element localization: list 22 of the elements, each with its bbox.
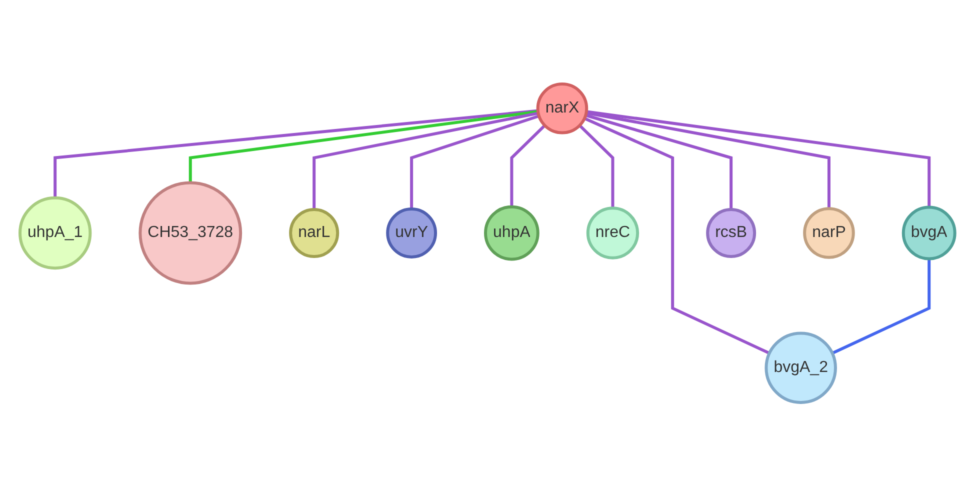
node-circle: rcsB xyxy=(706,208,756,258)
connector xyxy=(188,110,538,183)
connector xyxy=(832,258,931,354)
node-circle: bvgA_2 xyxy=(764,331,838,404)
connector xyxy=(586,111,831,208)
node-circle: nreC xyxy=(586,206,640,260)
node-circle: narL xyxy=(289,208,340,258)
connector xyxy=(578,124,614,208)
node-circle: bvgA xyxy=(902,206,956,260)
connector xyxy=(312,111,539,210)
node-circle: narP xyxy=(803,206,855,259)
connector xyxy=(585,114,733,210)
node-circle: uhpA_1 xyxy=(18,196,92,270)
node-circle: uhpA xyxy=(484,205,540,260)
node-circle: narX xyxy=(536,82,588,134)
connector xyxy=(584,116,770,354)
connector xyxy=(54,109,538,198)
node-circle: uvrY xyxy=(386,207,438,258)
connector xyxy=(586,110,931,208)
connector xyxy=(410,114,540,209)
node-circle: CH53_3728 xyxy=(138,181,242,284)
connector xyxy=(510,124,546,207)
